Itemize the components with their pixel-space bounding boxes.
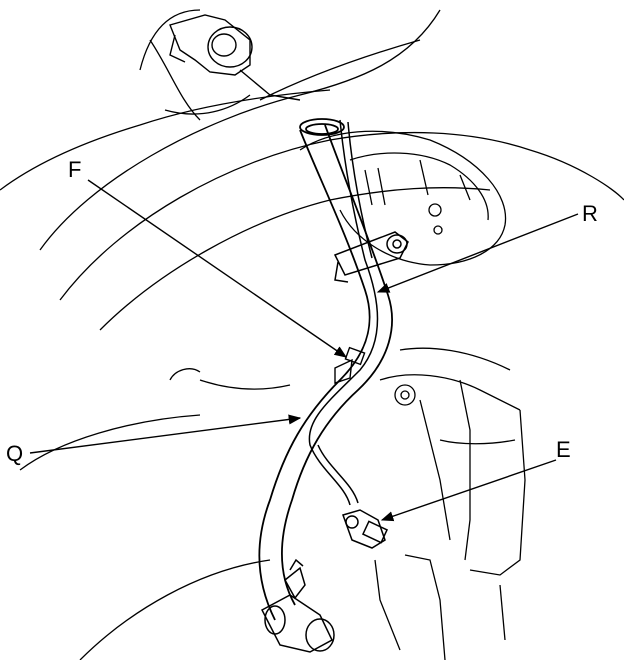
fuel-lid-opening-outline [299, 130, 507, 266]
leader-r [376, 213, 579, 293]
pipe-clamp-upper [333, 231, 409, 283]
fuel-filler-pipe [258, 118, 393, 621]
callout-f: F [68, 157, 81, 182]
callout-e: E [556, 437, 571, 462]
callout-r: R [582, 201, 598, 226]
breather-hose [308, 119, 379, 506]
hose-clip-f [334, 346, 366, 384]
vehicle-body-outline [0, 9, 624, 331]
lower-body-outline [19, 368, 291, 660]
right-frame-structure [374, 347, 526, 660]
callout-q: Q [6, 441, 23, 466]
leader-f [87, 179, 348, 358]
upper-bracket-fitting [169, 14, 301, 101]
leader-e [380, 459, 557, 522]
hose-connector-e [342, 509, 389, 549]
pipe-clamp-lower [260, 558, 335, 653]
leader-q [29, 414, 302, 454]
leader-lines [29, 179, 579, 522]
